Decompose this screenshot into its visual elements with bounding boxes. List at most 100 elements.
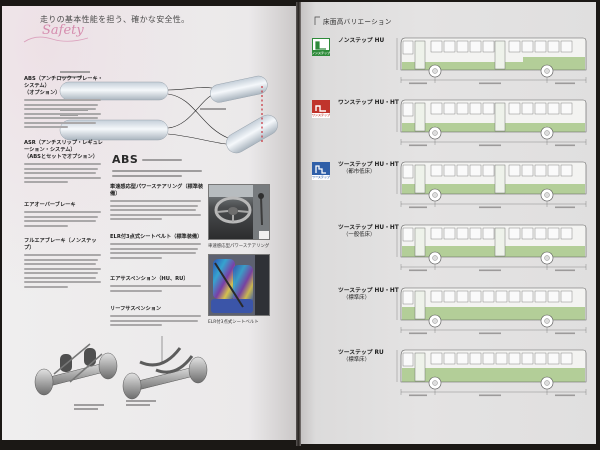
wheel-hub <box>544 318 550 324</box>
bus-body-outline <box>400 287 587 321</box>
dimension-label-line <box>409 144 427 147</box>
windshield <box>402 227 414 242</box>
side-window <box>508 227 521 240</box>
bus-variant-name: ノンステップ HU <box>338 38 385 44</box>
bus-side-view-diagram <box>396 161 587 209</box>
body-text-line <box>24 220 96 223</box>
feature-abs: ABS（アンチロック・ブレーキ・システム） （オプション） <box>24 76 104 131</box>
wheel-hub <box>432 130 438 136</box>
side-window <box>482 227 495 240</box>
front-door <box>414 227 426 257</box>
body-text-line <box>24 272 99 275</box>
diagram-label-line <box>60 114 78 116</box>
side-window <box>521 40 534 53</box>
diagram-label-line <box>60 71 90 73</box>
bus-variant-name: ツーステップ HU・HT <box>338 225 399 231</box>
brake-drum <box>122 372 142 400</box>
steering-caption: 車速感応型パワーステアリング <box>208 244 270 249</box>
side-window <box>547 227 560 240</box>
side-window <box>482 290 495 303</box>
floor-height-fill <box>402 368 585 382</box>
floor-variation-row-nonstep-hu: ノンステップ ノンステップ HU <box>301 30 596 88</box>
section-title: Safety <box>42 23 84 38</box>
side-window <box>469 40 482 53</box>
floor-variation-row-twostep-city: ツーステップ ツーステップ HU・HT （都市低床） <box>301 154 596 212</box>
floor-variation-heading: 床面高バリエーション <box>323 18 392 26</box>
side-window <box>547 40 560 53</box>
side-window <box>560 164 573 177</box>
bus-side-view-diagram <box>396 349 587 397</box>
floor-height-fill <box>402 62 585 70</box>
floor-height-fill <box>402 184 585 194</box>
side-window <box>521 352 534 365</box>
body-text-line <box>24 263 96 266</box>
abs-label: ABS <box>112 153 139 166</box>
side-window <box>534 40 547 53</box>
body-text-line <box>110 289 163 292</box>
abs-sublabel-line <box>142 159 182 161</box>
suspension-caption-line <box>126 404 150 406</box>
step-icon-shape <box>315 104 326 112</box>
body-text-line <box>24 211 101 214</box>
steering-photo-image <box>209 185 269 239</box>
body-text-line <box>24 285 68 288</box>
slanted-cylinder-lower <box>226 114 278 154</box>
side-window <box>456 227 469 240</box>
brake-drum <box>34 368 54 396</box>
body-text-line <box>110 256 163 259</box>
body-text-line <box>110 200 202 203</box>
feature-heading: ABS（アンチロック・ブレーキ・システム） <box>24 76 103 89</box>
bus-variant-floor-type: （一般低床） <box>343 232 376 238</box>
wheel-hub <box>544 192 550 198</box>
brake-cylinder-upper <box>59 81 169 101</box>
floor-height-fill <box>402 307 585 320</box>
heading-bracket-ornament <box>314 16 320 25</box>
right-page: 床面高バリエーション ノンステップ ノンステップ HU ワンステップ ワンステッ… <box>301 2 596 444</box>
windshield <box>402 40 414 55</box>
dimension-label-line <box>479 82 501 85</box>
middle-door <box>494 227 506 257</box>
brake-cylinder-lower <box>59 119 169 141</box>
body-text-line <box>24 254 101 257</box>
air-spring <box>60 354 72 372</box>
nonstep-badge: ノンステップ <box>312 38 330 56</box>
side-window <box>430 102 443 115</box>
body-text-line <box>24 163 101 166</box>
wheel-hub <box>544 380 550 386</box>
body-text-line <box>24 176 101 179</box>
wheel-hub <box>432 380 438 386</box>
feature-note: （オプション） <box>24 90 61 96</box>
side-window <box>443 164 456 177</box>
bus-variant-floor-type: （標準床） <box>343 357 370 363</box>
side-window <box>469 352 482 365</box>
front-door <box>414 40 426 70</box>
bus-body-outline <box>400 37 587 71</box>
bus-variant-name: ツーステップ HU・HT <box>338 162 399 168</box>
floor-height-fill <box>402 246 585 257</box>
dimension-label-line <box>555 269 575 272</box>
twostep-badge-mark <box>312 162 330 175</box>
side-window <box>534 352 547 365</box>
onestep-badge-mark <box>312 100 330 113</box>
middle-door <box>494 102 506 132</box>
feature-seatbelt: ELR付3点式シートベルト（標準装備） <box>110 234 205 261</box>
middle-door <box>494 40 506 70</box>
diagram-label-line <box>200 108 226 110</box>
step-icon <box>315 164 326 174</box>
abs-brake-diagram <box>59 71 278 154</box>
left-page: 走りの基本性能を担う、確かな安全性。 Safety ABS <box>2 6 296 440</box>
body-text-line <box>110 315 202 318</box>
feature-air-over-brake: エアオーバーブレーキ <box>24 202 104 229</box>
side-window <box>430 352 443 365</box>
air-spring <box>84 348 96 366</box>
front-door <box>414 352 426 382</box>
slanted-cylinder-lower-group <box>226 114 278 154</box>
body-text-line <box>24 126 68 129</box>
windshield <box>402 352 414 367</box>
side-window <box>469 164 482 177</box>
side-window <box>547 164 560 177</box>
wheel-hub <box>432 318 438 324</box>
body-text-line <box>110 209 196 212</box>
suspension-caption-line <box>126 400 156 402</box>
body-text-line <box>110 213 202 216</box>
